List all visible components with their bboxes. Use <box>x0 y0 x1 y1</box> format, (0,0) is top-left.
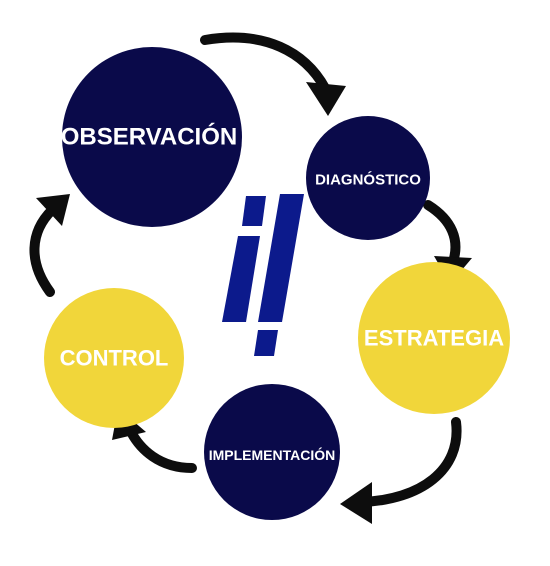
arrow-head-estrategia-to-implementacion <box>340 482 372 524</box>
arrow-diagnostico-to-estrategia <box>423 200 461 267</box>
node-observacion-label: OBSERVACIÓN <box>61 123 237 151</box>
node-estrategia: ESTRATEGIA <box>358 262 510 414</box>
arrow-observacion-to-diagnostico <box>200 32 330 93</box>
node-estrategia-label: ESTRATEGIA <box>364 326 504 351</box>
node-implementacion-circle <box>204 384 340 520</box>
node-diagnostico: DIAGNÓSTICO <box>306 116 430 240</box>
center-logo-icon <box>222 194 304 356</box>
arrow-control-to-observacion <box>29 205 57 297</box>
node-estrategia-circle <box>358 262 510 414</box>
node-diagnostico-circle <box>306 116 430 240</box>
node-implementacion: IMPLEMENTACIÓN <box>204 384 340 520</box>
node-control-circle <box>44 288 184 428</box>
arrows <box>29 32 472 524</box>
node-diagnostico-label: DIAGNÓSTICO <box>315 171 421 189</box>
node-observacion: OBSERVACIÓN <box>61 47 242 227</box>
node-control-label: CONTROL <box>60 346 169 371</box>
arrow-estrategia-to-implementacion <box>357 417 462 507</box>
arrow-head-control-to-observacion <box>36 194 70 226</box>
node-implementacion-label: IMPLEMENTACIÓN <box>209 446 336 463</box>
arrow-head-observacion-to-diagnostico <box>306 82 346 116</box>
node-control: CONTROL <box>44 288 184 428</box>
arrow-implementacion-to-control <box>125 425 197 473</box>
node-observacion-circle <box>62 47 242 227</box>
